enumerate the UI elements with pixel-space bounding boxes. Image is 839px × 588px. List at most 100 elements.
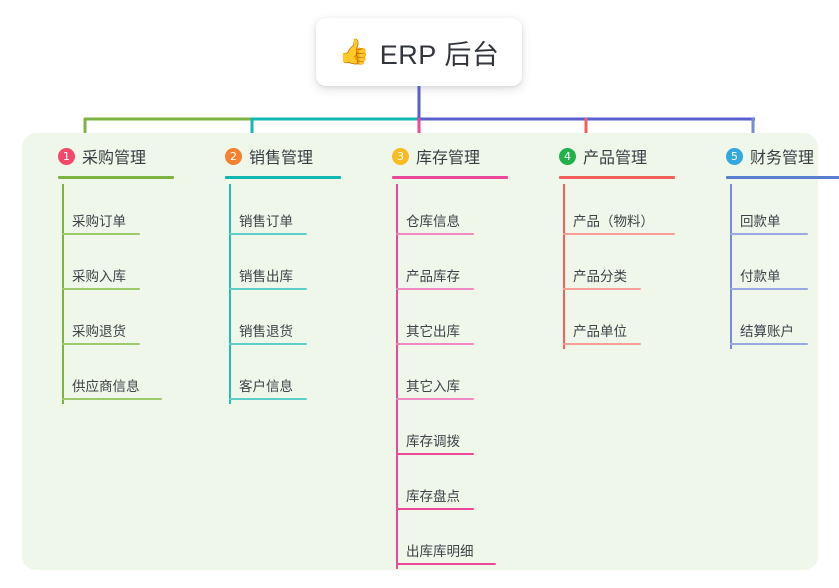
thumbs-up-icon: 👍: [338, 37, 370, 66]
column-header[interactable]: 4 产品管理: [541, 133, 701, 179]
item-underline: [730, 288, 808, 290]
column-badge-1: 1: [58, 147, 75, 165]
column-header[interactable]: 5 财务管理: [708, 133, 839, 179]
list-item[interactable]: 供应商信息: [40, 349, 200, 404]
item-underline: [396, 288, 474, 290]
list-item[interactable]: 销售退货: [207, 294, 367, 349]
item-label: 客户信息: [239, 379, 293, 394]
item-underline: [563, 288, 641, 290]
item-label: 仓库信息: [406, 214, 460, 229]
item-underline: [563, 343, 641, 345]
column-underline: [726, 176, 839, 179]
column-spine: [563, 184, 565, 349]
column-underline: [58, 176, 174, 179]
column-badge-2: 2: [225, 147, 242, 165]
list-item[interactable]: 产品单位: [541, 294, 701, 349]
list-item[interactable]: 采购订单: [40, 184, 200, 239]
column-inventory: 3 库存管理 仓库信息 产品库存 其它出库 其它入库: [374, 133, 534, 569]
item-underline: [396, 398, 474, 400]
item-label: 付款单: [740, 269, 781, 284]
column-underline: [225, 176, 341, 179]
column-underline: [559, 176, 675, 179]
column-items: 采购订单 采购入库 采购退货 供应商信息: [40, 184, 200, 404]
column-items: 回款单 付款单 结算账户: [708, 184, 839, 349]
column-items: 销售订单 销售出库 销售退货 客户信息: [207, 184, 367, 404]
list-item[interactable]: 销售订单: [207, 184, 367, 239]
item-underline: [62, 233, 140, 235]
list-item[interactable]: 其它出库: [374, 294, 534, 349]
column-title: 销售管理: [249, 150, 314, 167]
column-badge-3: 3: [392, 147, 409, 165]
diagram-panel: [22, 133, 818, 570]
item-label: 采购入库: [72, 269, 126, 284]
item-label: 供应商信息: [72, 379, 140, 394]
item-underline: [396, 563, 496, 565]
item-label: 出库库明细: [406, 544, 474, 559]
item-label: 采购退货: [72, 324, 126, 339]
item-underline: [563, 233, 675, 235]
item-label: 结算账户: [740, 324, 794, 339]
column-header[interactable]: 2 销售管理: [207, 133, 367, 179]
list-item[interactable]: 库存调拨: [374, 404, 534, 459]
list-item[interactable]: 结算账户: [708, 294, 839, 349]
list-item[interactable]: 销售出库: [207, 239, 367, 294]
item-underline: [730, 233, 808, 235]
column-sales: 2 销售管理 销售订单 销售出库 销售退货 客户信息: [207, 133, 367, 404]
root-node-card[interactable]: 👍 ERP 后台: [316, 18, 522, 86]
item-underline: [229, 343, 307, 345]
list-item[interactable]: 采购入库: [40, 239, 200, 294]
column-items: 仓库信息 产品库存 其它出库 其它入库 库存调拨: [374, 184, 534, 569]
list-item[interactable]: 回款单: [708, 184, 839, 239]
column-purchasing: 1 采购管理 采购订单 采购入库 采购退货 供应商信: [40, 133, 200, 404]
item-label: 产品分类: [573, 269, 627, 284]
item-underline: [229, 398, 307, 400]
item-underline: [396, 343, 474, 345]
column-spine: [229, 184, 231, 404]
list-item[interactable]: 付款单: [708, 239, 839, 294]
list-item[interactable]: 客户信息: [207, 349, 367, 404]
item-underline: [62, 343, 140, 345]
item-label: 采购订单: [72, 214, 126, 229]
item-underline: [229, 288, 307, 290]
item-label: 产品库存: [406, 269, 460, 284]
item-underline: [229, 233, 307, 235]
item-label: 库存盘点: [406, 489, 460, 504]
column-underline: [392, 176, 508, 179]
column-finance: 5 财务管理 回款单 付款单 结算账户: [708, 133, 839, 349]
list-item[interactable]: 其它入库: [374, 349, 534, 404]
list-item[interactable]: 仓库信息: [374, 184, 534, 239]
item-label: 产品单位: [573, 324, 627, 339]
list-item[interactable]: 产品（物料）: [541, 184, 701, 239]
column-header[interactable]: 3 库存管理: [374, 133, 534, 179]
column-badge-4: 4: [559, 147, 576, 165]
column-badge-5: 5: [726, 147, 743, 165]
item-underline: [396, 508, 474, 510]
item-underline: [396, 233, 474, 235]
column-items: 产品（物料） 产品分类 产品单位: [541, 184, 701, 349]
list-item[interactable]: 产品分类: [541, 239, 701, 294]
list-item[interactable]: 出库库明细: [374, 514, 534, 569]
column-spine: [62, 184, 64, 404]
columns-container: 1 采购管理 采购订单 采购入库 采购退货 供应商信: [22, 133, 839, 570]
page-title: ERP 后台: [379, 39, 500, 70]
item-label: 销售订单: [239, 214, 293, 229]
column-title: 财务管理: [750, 150, 815, 167]
item-underline: [62, 398, 162, 400]
column-spine: [730, 184, 732, 349]
column-title: 库存管理: [416, 150, 481, 167]
column-header[interactable]: 1 采购管理: [40, 133, 200, 179]
item-label: 产品（物料）: [573, 214, 654, 229]
list-item[interactable]: 产品库存: [374, 239, 534, 294]
item-label: 回款单: [740, 214, 781, 229]
column-title: 产品管理: [583, 150, 648, 167]
list-item[interactable]: 库存盘点: [374, 459, 534, 514]
list-item[interactable]: 采购退货: [40, 294, 200, 349]
item-label: 其它出库: [406, 324, 460, 339]
column-spine: [396, 184, 398, 569]
item-underline: [730, 343, 808, 345]
item-underline: [62, 288, 140, 290]
column-product: 4 产品管理 产品（物料） 产品分类 产品单位: [541, 133, 701, 349]
column-title: 采购管理: [82, 150, 147, 167]
item-label: 其它入库: [406, 379, 460, 394]
